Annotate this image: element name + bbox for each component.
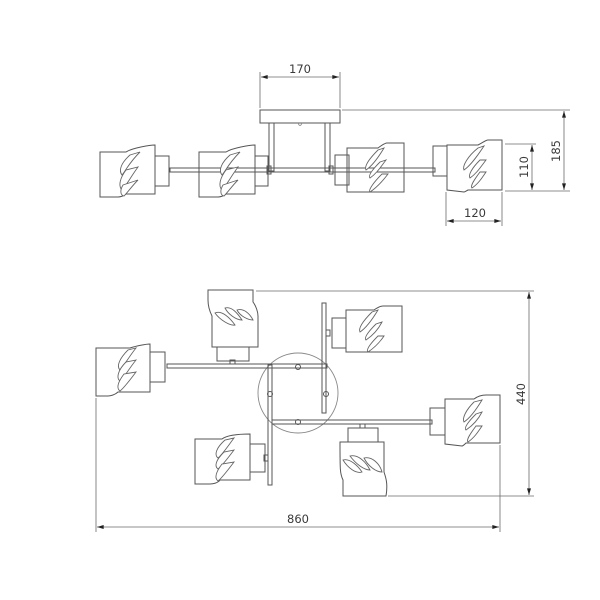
bar-top [166,363,328,369]
dim-total-depth: 440 [256,290,534,532]
dim-label-440: 440 [514,383,528,405]
side-view: 170 185 110 120 [99,62,570,226]
dim-base-width: 170 [259,62,341,108]
screw [295,364,301,370]
side-shade-4 [432,139,503,193]
screw [323,391,329,397]
ceiling-base [259,109,341,124]
dim-shade-width: 120 [445,192,503,226]
dim-total-height: 185 [342,109,570,192]
top-shade-right [429,394,501,447]
top-shade-upper-right [325,305,403,353]
top-shade-lower [339,423,388,497]
bar-right [321,302,327,414]
side-shade-1 [99,144,170,198]
bar-bottom [271,419,433,425]
dim-label-120: 120 [464,206,486,220]
screw [295,419,301,425]
dim-shade-height: 110 [505,143,536,190]
dim-label-860: 860 [287,512,309,526]
dim-label-185: 185 [549,140,563,162]
dim-label-110: 110 [517,156,531,178]
top-shade-upper [207,289,259,365]
side-shade-2 [198,144,269,198]
top-shade-left [95,343,166,397]
arm [169,167,436,173]
screw [267,391,273,397]
post-left [268,122,275,172]
top-view: 440 860 [95,289,534,532]
round-base [257,352,339,434]
side-shade-3 [334,142,405,193]
dim-total-width: 860 [95,398,499,532]
bar-left [267,364,273,486]
dim-label-170: 170 [289,62,311,76]
top-shade-lower-left [194,433,269,485]
post-right [324,122,331,172]
